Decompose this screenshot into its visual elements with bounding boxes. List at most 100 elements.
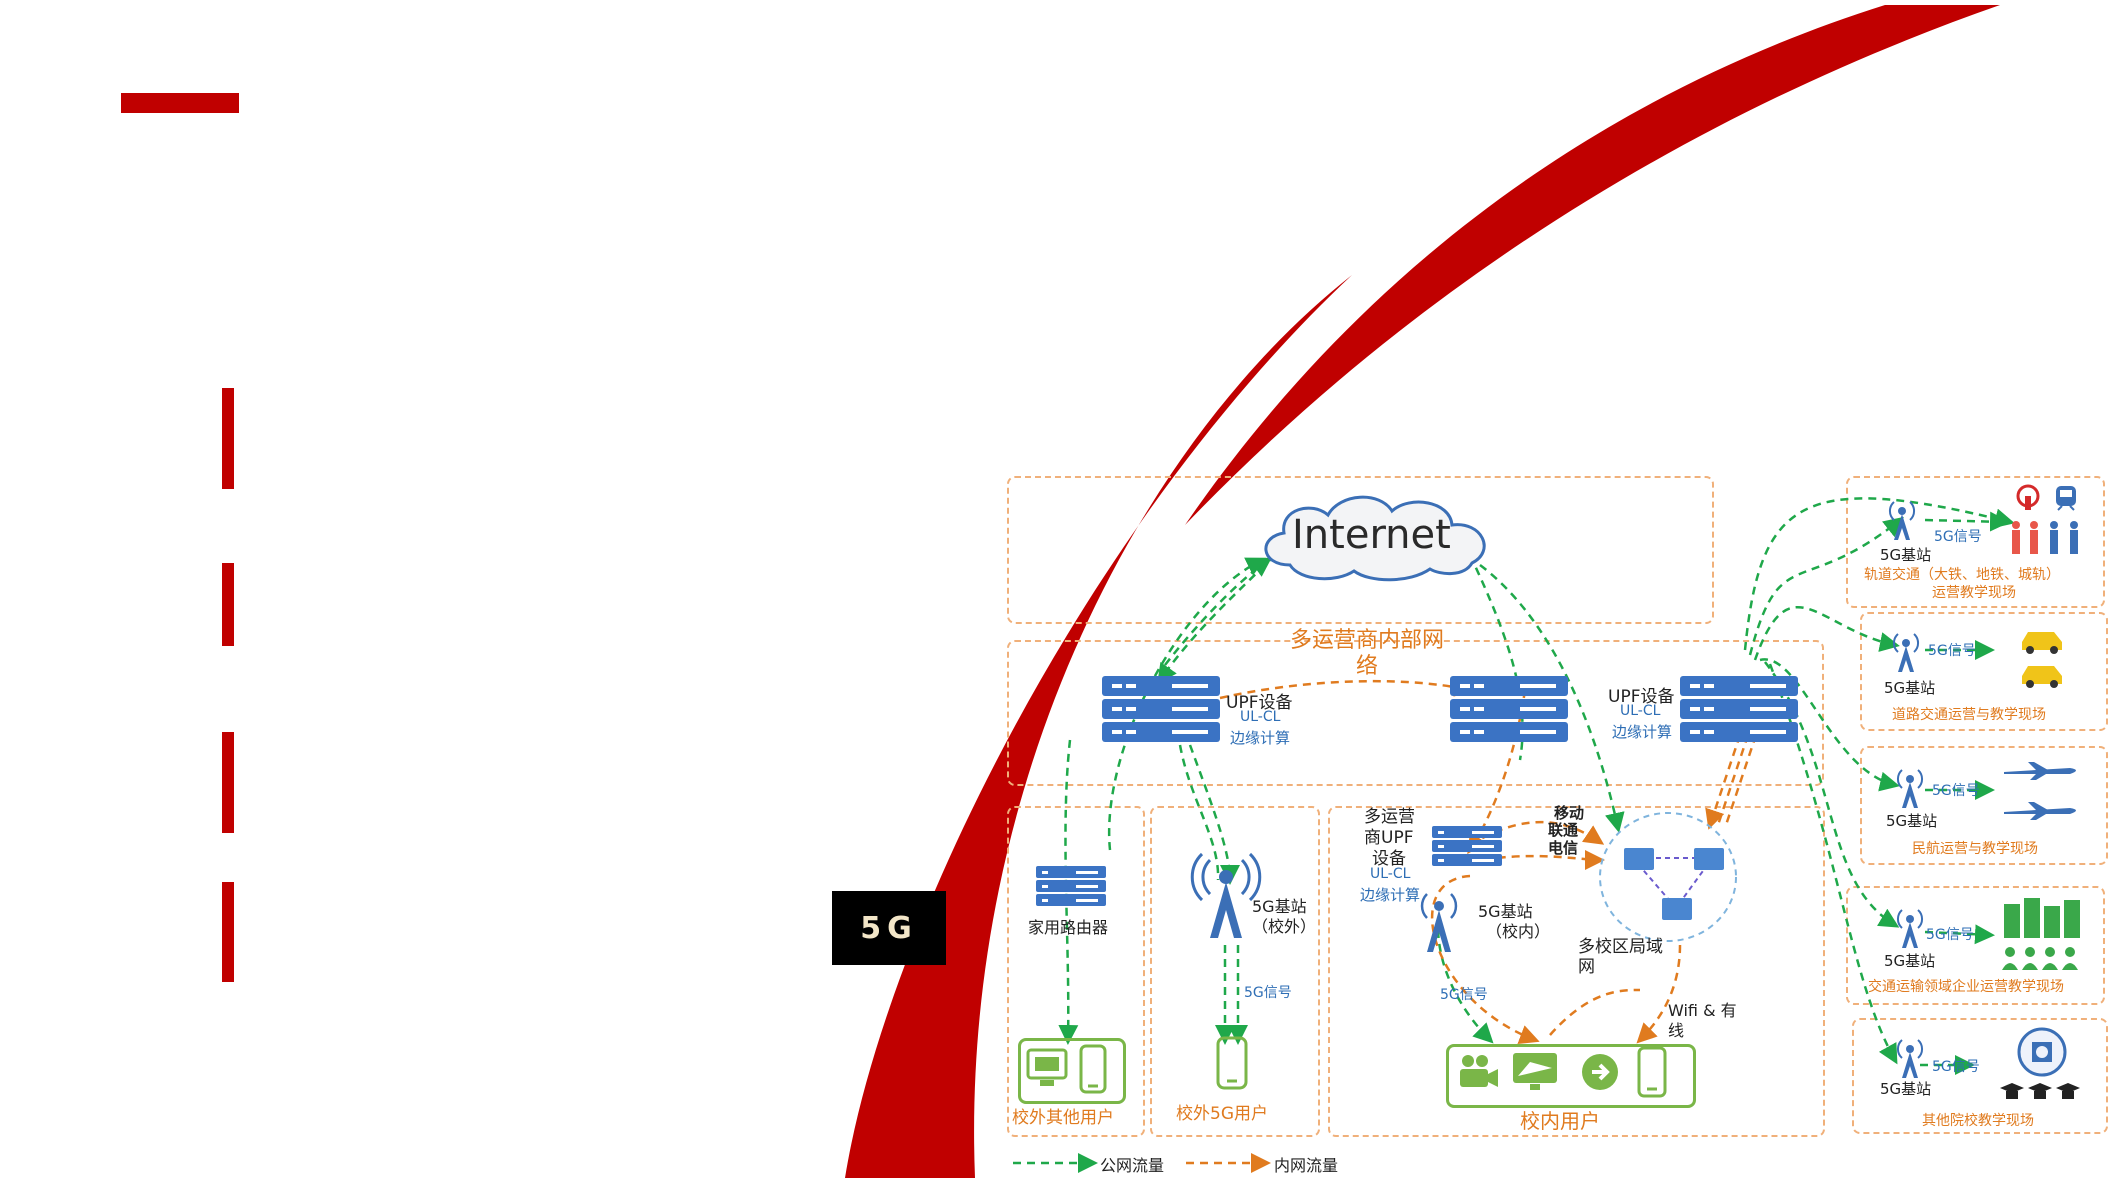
taxi-icon-1 [2022, 632, 2062, 654]
lan-cluster-icon [1624, 848, 1724, 920]
users-outside-other-label: 校外其他用户 [1012, 1108, 1114, 1128]
upf-left-title: UPF设备 [1226, 693, 1293, 713]
legend-internal-traffic: 内网流量 [1274, 1156, 1339, 1175]
site-colleges-station-icon [1896, 1039, 1924, 1078]
rail-passengers-icon [2012, 521, 2078, 554]
home-router-icon [1036, 866, 1106, 906]
bullet-bar-4 [222, 882, 234, 982]
graduation-caps-icon [2000, 1083, 2080, 1099]
metro-train-icon [2056, 486, 2076, 511]
base-station-campus-icon [1420, 893, 1458, 952]
arrow-circle-icon [1582, 1054, 1618, 1090]
campus-upf-line3: 设备 [1372, 849, 1406, 869]
title-accent-bar [121, 93, 239, 113]
bullet-bar-1 [222, 388, 234, 489]
campus-upf-line4: UL-CL [1370, 866, 1411, 882]
campus-upf-server-icon [1432, 826, 1502, 866]
airplane-icon-2 [2004, 802, 2076, 820]
site-aviation-signal: 5G信号 [1932, 783, 1980, 799]
wifi-label-line2: 线 [1668, 1021, 1685, 1040]
internet-label: Internet [1292, 512, 1451, 558]
bullet-bar-3 [222, 732, 234, 833]
site-zone-colleges [1852, 1018, 2108, 1134]
site-zone-aviation [1860, 746, 2108, 865]
taxi-icon-2 [2022, 666, 2062, 688]
display-icon [1513, 1053, 1557, 1090]
site-aviation-station: 5G基站 [1886, 812, 1938, 830]
site-zone-road [1860, 612, 2108, 731]
campus-upf-line1: 多运营 [1364, 807, 1415, 827]
operator-unicom: 联通 [1548, 821, 1579, 839]
bs-campus-line2: （校内） [1486, 922, 1551, 941]
outside-5g-users-zone [1150, 806, 1320, 1137]
staff-group-icon [2002, 947, 2078, 970]
rail-logo-icon [2016, 484, 2040, 510]
campus-devices-box [1446, 1044, 1696, 1108]
upf-right-server-icon [1680, 676, 1798, 742]
outside-other-users-zone [1007, 806, 1145, 1137]
campus-upf-line2: 商UPF [1364, 828, 1414, 848]
bs-outside-line2: （校外） [1252, 917, 1317, 936]
signal-5g-outside: 5G信号 [1244, 985, 1292, 1001]
site-aviation-station-icon [1896, 769, 1924, 808]
site-enterprise-station-icon [1896, 909, 1924, 948]
buildings-icon [2004, 898, 2080, 938]
signal-5g-campus: 5G信号 [1440, 987, 1488, 1003]
site-zone-rail [1846, 476, 2105, 608]
site-enterprise-station: 5G基站 [1884, 952, 1936, 970]
site-zone-enterprise [1846, 886, 2105, 1005]
phone-icon [1079, 1044, 1107, 1094]
users-campus-label: 校内用户 [1520, 1109, 1600, 1133]
site-colleges-station: 5G基站 [1880, 1080, 1932, 1098]
site-road-station-icon [1892, 633, 1920, 672]
lan-label-line2: 网 [1578, 957, 1595, 977]
site-road-signal: 5G信号 [1928, 643, 1976, 659]
5g-badge: 5G [832, 891, 946, 965]
outside-5g-phone-icon [1216, 1036, 1248, 1090]
core-network-label: 多运营商内部网 络 [1290, 628, 1445, 679]
college-emblem-icon [2017, 1027, 2067, 1077]
site-enterprise-signal: 5G信号 [1926, 927, 1974, 943]
operator-mobile: 移动 [1554, 804, 1585, 822]
airplane-icon-1 [2004, 762, 2076, 780]
upf-left-server-icon [1102, 676, 1220, 742]
upf-right-ulcl: UL-CL [1620, 703, 1661, 719]
site-rail-signal: 5G信号 [1934, 529, 1982, 545]
upf-right-title: UPF设备 [1608, 687, 1675, 707]
bs-outside-line1: 5G基站 [1252, 897, 1307, 916]
site-rail-title2: 运营教学现场 [1932, 585, 2016, 601]
base-station-outside-icon [1190, 852, 1262, 938]
bs-campus-line1: 5G基站 [1478, 902, 1533, 921]
site-rail-title1: 轨道交通（大铁、地铁、城轨） [1864, 567, 2060, 583]
core-middle-server-icon [1450, 676, 1568, 742]
lan-label-line1: 多校区局域 [1578, 937, 1663, 957]
internet-cloud-icon [1264, 495, 1486, 582]
campus-phone-icon [1637, 1046, 1667, 1098]
home-router-label: 家用路由器 [1028, 918, 1109, 937]
desktop-icon [1026, 1048, 1068, 1086]
upf-left-edge: 边缘计算 [1230, 729, 1291, 747]
wifi-label-line1: Wifi & 有 [1668, 1001, 1737, 1020]
upf-right-edge: 边缘计算 [1612, 723, 1673, 741]
site-road-title1: 道路交通运营与教学现场 [1892, 707, 2046, 723]
users-outside-5g-label: 校外5G用户 [1176, 1104, 1268, 1124]
legend-public-traffic: 公网流量 [1100, 1156, 1165, 1175]
site-rail-station: 5G基站 [1880, 546, 1932, 564]
site-rail-station-icon [1888, 501, 1916, 540]
site-colleges-title1: 其他院校教学现场 [1922, 1113, 2034, 1129]
campus-upf-line5: 边缘计算 [1360, 886, 1421, 904]
campus-zone [1328, 806, 1825, 1137]
site-road-station: 5G基站 [1884, 679, 1936, 697]
site-aviation-title1: 民航运营与教学现场 [1912, 841, 2038, 857]
camera-icon [1460, 1055, 1498, 1087]
site-enterprise-title1: 交通运输领域企业运营教学现场 [1868, 979, 2064, 995]
core-network-zone [1007, 640, 1824, 786]
bullet-bar-2 [222, 563, 234, 646]
outside-other-devices-box [1018, 1038, 1126, 1104]
operator-telecom: 电信 [1548, 839, 1579, 857]
internet-zone [1007, 476, 1714, 624]
site-colleges-signal: 5G信号 [1932, 1059, 1980, 1075]
upf-left-ulcl: UL-CL [1240, 709, 1281, 725]
